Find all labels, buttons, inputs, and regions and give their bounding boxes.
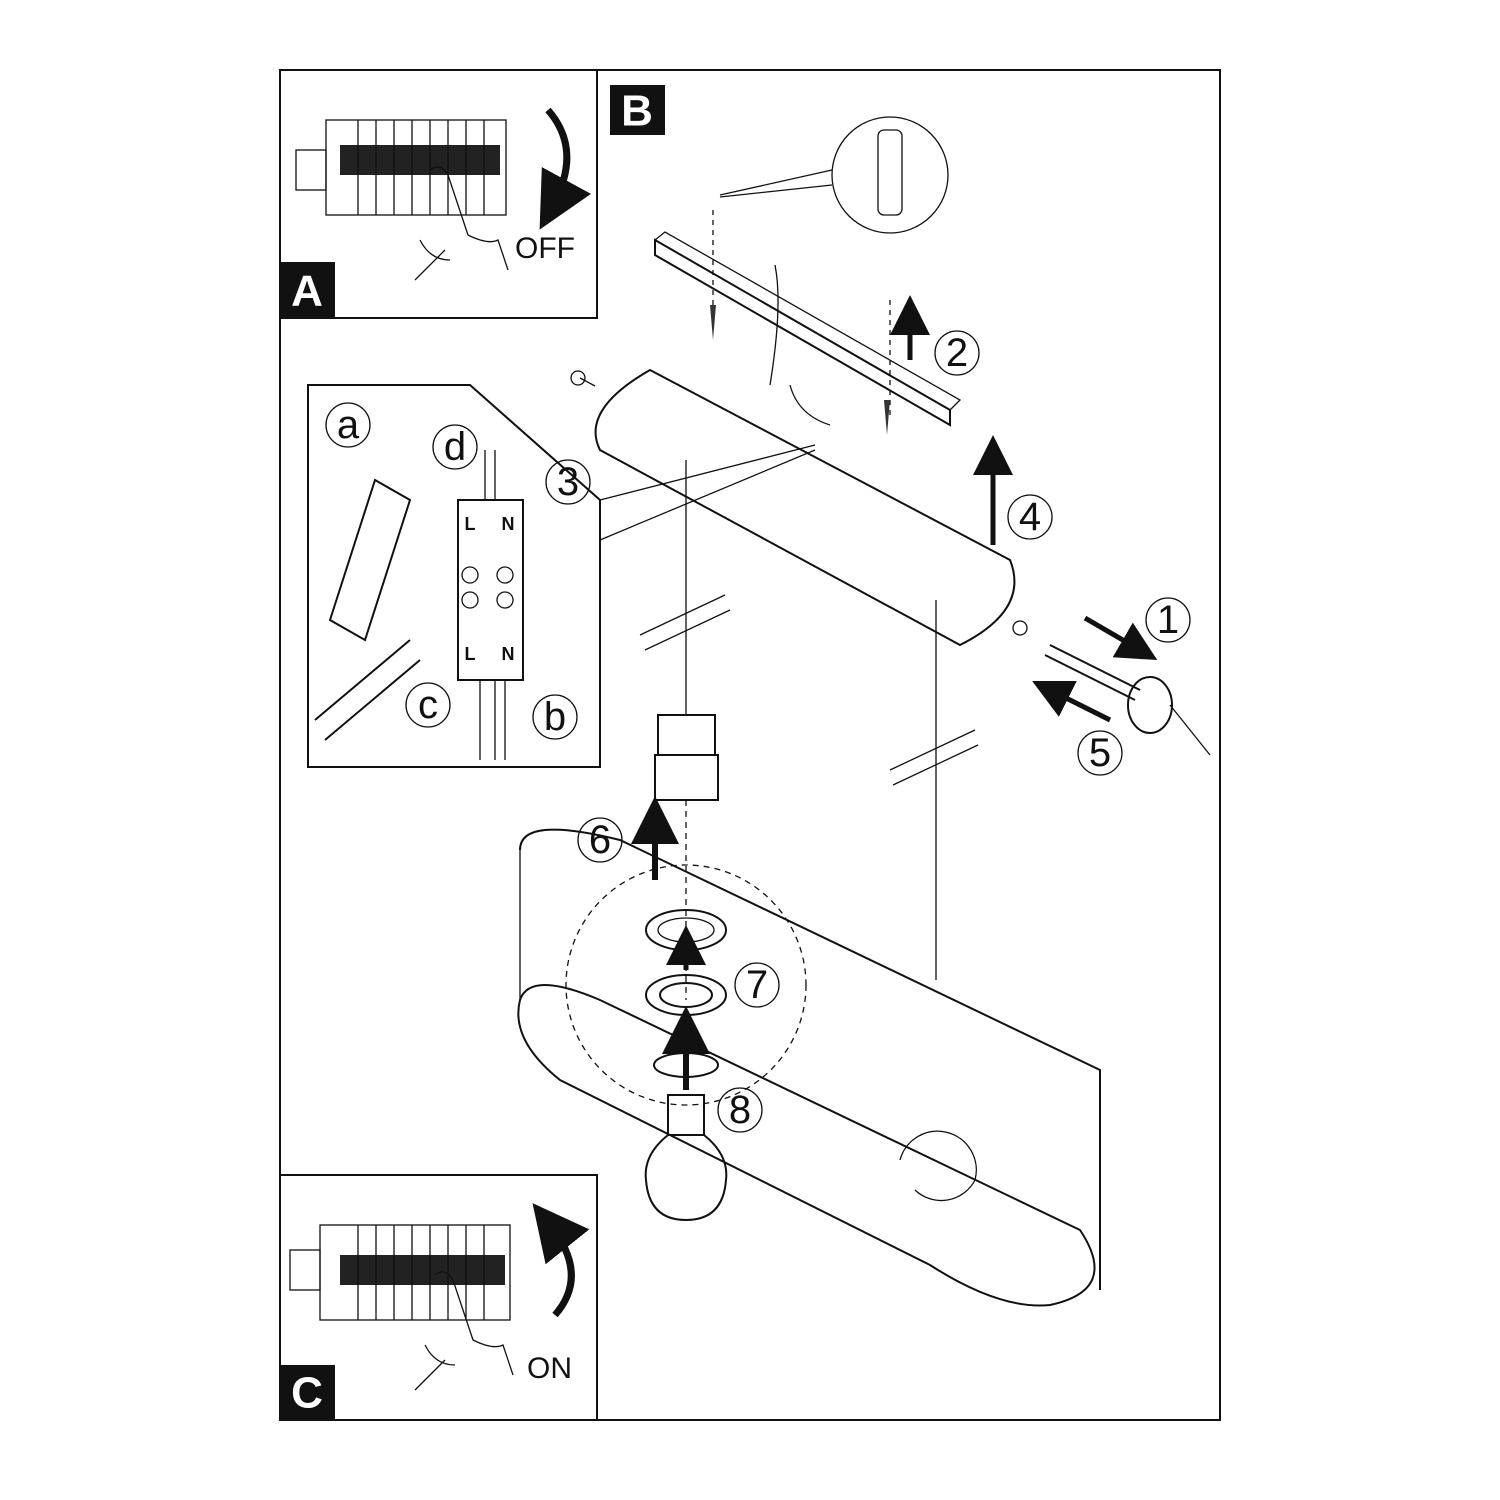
wiring-inset: L N L N a d c b [307, 384, 816, 768]
panel-c-switch-on: ON C [279, 1174, 598, 1421]
off-label: OFF [515, 232, 575, 265]
step-5: 5 [1077, 730, 1123, 776]
breaker-panel-icon [289, 1224, 511, 1321]
terminal-n-top: N [502, 514, 515, 534]
screwdriver-icon [314, 639, 421, 741]
on-label: ON [527, 1352, 572, 1385]
step-4: 4 [1007, 494, 1053, 540]
svg-text:4: 4 [1019, 495, 1041, 539]
svg-text:b: b [544, 695, 566, 739]
lamp-shade [517, 828, 1101, 1307]
screw-icon [710, 305, 716, 340]
side-screw [1044, 644, 1211, 756]
terminal-l-top: L [465, 514, 476, 534]
terminal-block [457, 499, 524, 681]
step-8: 8 [717, 1087, 763, 1133]
step-6: 6 [577, 817, 623, 863]
svg-text:a: a [337, 403, 360, 447]
panel-b-badge [610, 85, 665, 135]
step-3: 3 [545, 459, 591, 505]
svg-text:8: 8 [729, 1088, 751, 1132]
anchor-detail [719, 116, 949, 234]
rotate-icon [653, 1052, 719, 1078]
curved-arrow-up-icon [532, 1203, 590, 1318]
screw-icon [884, 400, 890, 435]
substep-c: c [405, 682, 451, 728]
light-bulb [644, 1094, 728, 1222]
svg-text:c: c [418, 683, 438, 727]
panel-c-badge [280, 1365, 335, 1420]
outer-frame [279, 69, 1221, 1421]
hand-icon [414, 1271, 514, 1391]
canopy [570, 368, 1141, 691]
screw-icon [1012, 620, 1028, 636]
terminal-n-bottom: N [502, 644, 515, 664]
svg-text:7: 7 [746, 963, 768, 1007]
svg-text:6: 6 [589, 818, 611, 862]
curved-arrow-down-icon [539, 107, 591, 230]
arrow-out-icon [1032, 681, 1112, 723]
panel-a-badge [280, 262, 335, 318]
step-1: 1 [1145, 597, 1191, 643]
mounting-bracket [654, 210, 962, 435]
panel-a-switch-off: OFF A [279, 69, 598, 319]
svg-text:2: 2 [946, 331, 968, 375]
hand-icon [414, 166, 509, 281]
svg-text:d: d [444, 425, 466, 469]
panel-c-label: C [291, 1369, 323, 1418]
svg-text:1: 1 [1157, 598, 1179, 642]
terminal-l-bottom: L [465, 644, 476, 664]
arrow-in-icon [1083, 615, 1158, 661]
svg-text:3: 3 [557, 460, 579, 504]
panel-b-label: B [621, 87, 653, 136]
panel-a-label: A [291, 267, 323, 316]
svg-text:5: 5 [1089, 731, 1111, 775]
substep-b: b [532, 694, 578, 740]
breaker-panel-icon [295, 119, 507, 216]
step-7: 7 [734, 962, 780, 1008]
step-2: 2 [934, 330, 980, 376]
substep-d: d [432, 424, 478, 470]
substep-a: a [325, 402, 371, 448]
screw-icon [570, 370, 586, 386]
